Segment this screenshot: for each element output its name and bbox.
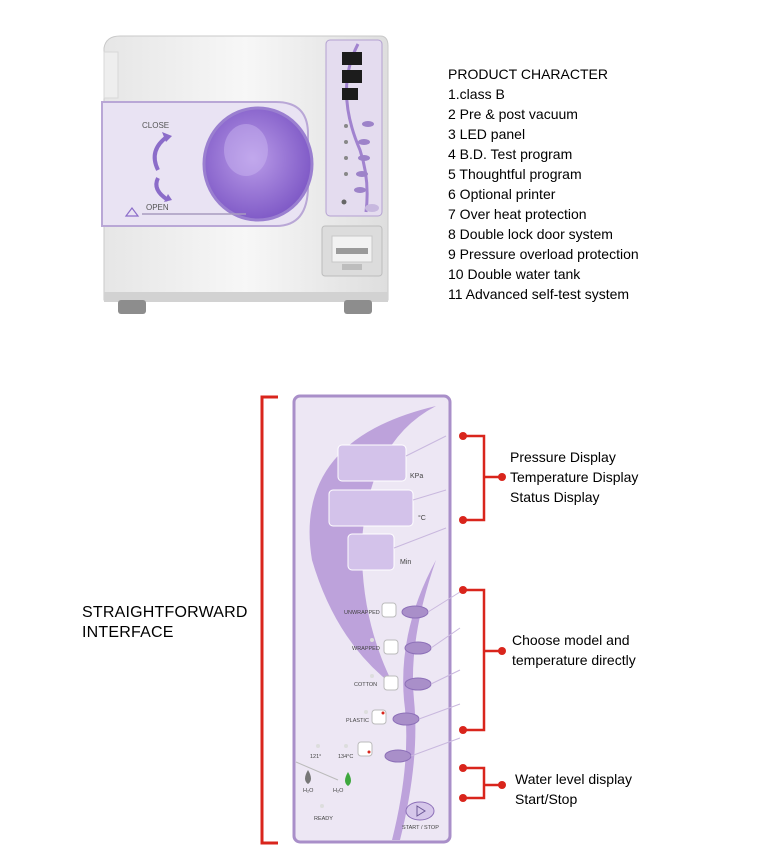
temperature-unit: °C bbox=[418, 514, 426, 522]
pressure-display bbox=[342, 52, 362, 65]
ready-label: READY bbox=[314, 816, 333, 822]
temperature-icon bbox=[357, 741, 373, 757]
water-tank-left-label: H₂O bbox=[303, 788, 314, 794]
pressure-display bbox=[337, 444, 407, 482]
play-icon bbox=[416, 805, 426, 817]
callout-water-level: Water level display bbox=[515, 771, 632, 787]
control-panel bbox=[325, 39, 383, 217]
start-stop-button[interactable] bbox=[405, 801, 435, 821]
right-foot bbox=[344, 300, 372, 314]
feature-item: 5 Thoughtful program bbox=[448, 166, 582, 182]
callout-temperature-directly: temperature directly bbox=[512, 652, 636, 668]
callout-status-display: Status Display bbox=[510, 489, 600, 505]
temp-121-label: 121° bbox=[310, 754, 321, 760]
left-foot bbox=[118, 300, 146, 314]
water-tank-right-label: H₂O bbox=[333, 788, 344, 794]
high-water-drop-icon bbox=[345, 772, 351, 786]
feature-item: 4 B.D. Test program bbox=[448, 146, 573, 162]
feature-item: 11 Advanced self-test system bbox=[448, 286, 630, 302]
cotton-button[interactable] bbox=[404, 677, 432, 691]
low-water-drop-icon bbox=[305, 770, 311, 784]
display-callout: Pressure Display Temperature Display Sta… bbox=[510, 447, 638, 507]
feature-item: 2 Pre & post vacuum bbox=[448, 106, 578, 122]
cotton-icon bbox=[383, 675, 399, 691]
program-label-cotton: COTTON bbox=[354, 682, 377, 688]
status-display bbox=[347, 533, 395, 571]
feature-item: 1.class B bbox=[448, 86, 505, 102]
feature-item: 7 Over heat protection bbox=[448, 206, 587, 222]
program-callout: Choose model and temperature directly bbox=[512, 630, 636, 670]
callout-pressure-display: Pressure Display bbox=[510, 449, 616, 465]
interface-title: STRAIGHTFORWARD INTERFACE bbox=[82, 603, 248, 643]
status-display bbox=[342, 88, 358, 100]
plastic-button[interactable] bbox=[392, 712, 420, 726]
temp-134-label: 134°C bbox=[338, 754, 353, 760]
start-stop-label: START / STOP bbox=[402, 825, 439, 831]
callout-temperature-display: Temperature Display bbox=[510, 469, 639, 485]
program-callout-bracket bbox=[459, 586, 506, 734]
unwrapped-button[interactable] bbox=[401, 605, 429, 619]
feature-item: 9 Pressure overload protection bbox=[448, 246, 639, 262]
autoclave-drawing: CLOSE OPEN bbox=[101, 35, 389, 314]
unwrapped-icon bbox=[381, 602, 397, 618]
interface-bracket bbox=[260, 395, 278, 845]
product-character-list: PRODUCT CHARACTER 1.class B 2 Pre & post… bbox=[448, 64, 639, 304]
wrapped-icon bbox=[383, 639, 399, 655]
callout-start-stop: Start/Stop bbox=[515, 791, 578, 807]
product-character-heading: PRODUCT CHARACTER bbox=[448, 66, 608, 82]
display-callout-bracket bbox=[459, 432, 506, 524]
water-callout-bracket bbox=[459, 764, 506, 802]
water-callout: Water level display Start/Stop bbox=[515, 769, 632, 809]
temperature-display bbox=[328, 489, 414, 527]
pressure-unit: KPa bbox=[410, 473, 423, 480]
program-label-unwrapped: UNWRAPPED bbox=[344, 610, 380, 616]
program-label-wrapped: WRAPPED bbox=[352, 646, 380, 652]
wrapped-button[interactable] bbox=[404, 641, 432, 655]
interface-title-line1: STRAIGHTFORWARD bbox=[82, 604, 248, 621]
warning-icon bbox=[124, 207, 140, 217]
time-unit: Min bbox=[400, 559, 411, 566]
feature-item: 10 Double water tank bbox=[448, 266, 581, 282]
temperature-button[interactable] bbox=[384, 749, 412, 763]
feature-item: 3 LED panel bbox=[448, 126, 526, 142]
callout-choose-model: Choose model and bbox=[512, 632, 630, 648]
door-close-label: CLOSE bbox=[142, 121, 169, 130]
program-label-plastic: PLASTIC bbox=[346, 718, 369, 724]
open-arrow-icon bbox=[154, 177, 170, 202]
door-open-label: OPEN bbox=[146, 203, 169, 212]
interface-title-line2: INTERFACE bbox=[82, 624, 174, 641]
feature-item: 6 Optional printer bbox=[448, 186, 556, 202]
feature-item: 8 Double lock door system bbox=[448, 226, 613, 242]
temperature-display bbox=[342, 70, 362, 83]
chamber-window bbox=[202, 106, 314, 222]
autoclave-illustration: CLOSE OPEN bbox=[96, 30, 396, 320]
